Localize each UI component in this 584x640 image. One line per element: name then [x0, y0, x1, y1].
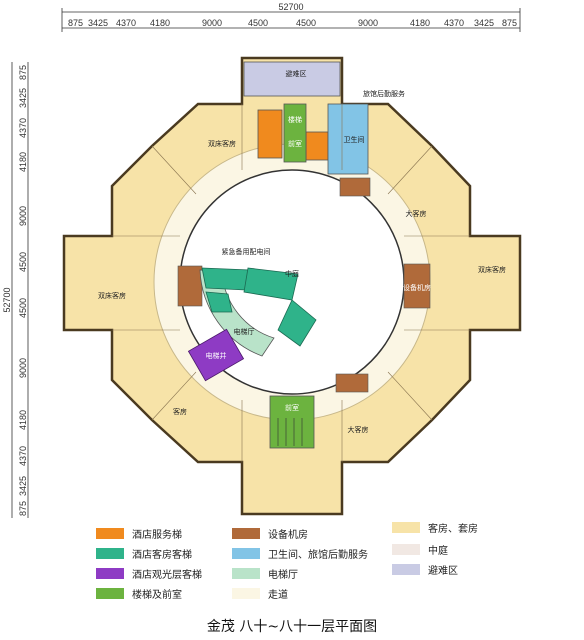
dim-left-7: 4500	[18, 298, 28, 318]
label-guest-sw: 客房	[173, 407, 187, 416]
dim-top-6: 4500	[248, 18, 268, 28]
plan-caption: 金茂 八十~八十一层平面图	[206, 619, 378, 635]
dim-top-2: 3425	[88, 18, 108, 28]
refuge-area	[243, 61, 341, 97]
observation-elevator	[187, 328, 245, 382]
label-refuge: 避难区	[286, 69, 307, 78]
dim-top-8: 9000	[358, 18, 378, 28]
legend-swatch	[96, 528, 124, 539]
label-large-ne: 大客房	[406, 209, 427, 218]
top-dimension: 52700 875 3425 4370 4180 9000 4500 4500 …	[61, 2, 521, 32]
label-vestibule-bottom: 前室	[285, 403, 299, 412]
dim-left-12: 875	[18, 501, 28, 516]
legend-swatch	[392, 544, 420, 555]
label-atrium: 中庭	[285, 269, 299, 278]
label-wc: 卫生间	[344, 135, 365, 144]
legend-label: 中庭	[428, 546, 448, 557]
dim-top-9: 4180	[410, 18, 430, 28]
legend-swatch	[232, 568, 260, 579]
legend-label: 避难区	[428, 566, 458, 577]
legend-swatch	[96, 588, 124, 599]
stairs-bottom	[269, 395, 315, 449]
service-elevator-1	[257, 109, 283, 159]
legend: 酒店服务梯 酒店客房客梯 酒店观光层客梯 楼梯及前室 设备机房 卫生间、旅馆后勤…	[0, 518, 584, 608]
dim-left-2: 3425	[18, 88, 28, 108]
dim-left-9: 4180	[18, 410, 28, 430]
dim-left-1: 875	[18, 65, 28, 80]
legend-item-guest-rooms: 客房、套房	[392, 520, 478, 535]
dim-left-5: 9000	[18, 206, 28, 226]
dim-top-5: 9000	[202, 18, 222, 28]
label-double-w: 双床客房	[98, 291, 126, 300]
dim-top-3: 4370	[116, 18, 136, 28]
dim-top-12: 875	[502, 18, 517, 28]
legend-label: 酒店观光层客梯	[132, 570, 202, 581]
legend-swatch	[232, 548, 260, 559]
label-equip-room: 设备机房	[403, 283, 431, 292]
legend-swatch	[392, 522, 420, 533]
dim-left-11: 3425	[18, 476, 28, 496]
dim-left-4: 4180	[18, 152, 28, 172]
legend-label: 电梯厅	[268, 570, 298, 581]
floor-plan: 52700 875 3425 4370 4180 9000 4500 4500 …	[2, 2, 522, 518]
label-hotel-service: 旅馆后勤服务	[363, 89, 405, 98]
left-dimension: 52700 875 3425 4370 4180 9000 4500 4500 …	[2, 62, 29, 518]
top-core: 避难区 楼梯 前室 旅馆后勤服务 卫生间	[243, 61, 405, 175]
legend-label: 楼梯及前室	[132, 590, 182, 601]
elevator-bank: 电梯厅 电梯井	[187, 267, 317, 382]
legend-item-service-elevator: 酒店服务梯	[96, 526, 182, 541]
stairs-top	[283, 103, 307, 163]
legend-swatch	[232, 588, 260, 599]
room-labels: 中庭 紧急备用配电间 双床客房 大客房 双床客房 双床客房 客房 大客房	[98, 139, 506, 434]
service-elevator-2	[305, 131, 329, 161]
label-double-e: 双床客房	[478, 265, 506, 274]
dim-left-8: 9000	[18, 358, 28, 378]
legend-label: 客房、套房	[428, 524, 478, 535]
legend-item-stairs: 楼梯及前室	[96, 586, 182, 601]
dim-left-3: 4370	[18, 118, 28, 138]
legend-swatch	[232, 528, 260, 539]
label-double-nw: 双床客房	[208, 139, 236, 148]
legend-item-observation-elevator: 酒店观光层客梯	[96, 566, 202, 581]
legend-item-atrium: 中庭	[392, 542, 448, 557]
legend-item-refuge: 避难区	[392, 562, 458, 577]
label-stairs-top: 楼梯	[288, 115, 302, 124]
label-elevator-hall: 电梯厅	[234, 327, 255, 336]
label-elevator-obs: 电梯井	[206, 351, 227, 360]
room-partitions	[112, 104, 470, 462]
legend-label: 酒店服务梯	[132, 530, 182, 541]
dim-top-7: 4500	[296, 18, 316, 28]
legend-item-guest-elevator: 酒店客房客梯	[96, 546, 192, 561]
legend-label: 卫生间、旅馆后勤服务	[268, 550, 368, 561]
legend-label: 酒店客房客梯	[132, 550, 192, 561]
legend-item-elevator-hall: 电梯厅	[232, 566, 298, 581]
legend-swatch	[392, 564, 420, 575]
overall-dimension-left: 52700	[2, 287, 12, 312]
label-vestibule-top: 前室	[288, 139, 302, 148]
label-emergency-power: 紧急备用配电间	[222, 247, 271, 256]
legend-item-wc-service: 卫生间、旅馆后勤服务	[232, 546, 368, 561]
legend-swatch	[96, 568, 124, 579]
dim-left-6: 4500	[18, 252, 28, 272]
dim-left-10: 4370	[18, 446, 28, 466]
legend-label: 走道	[268, 590, 288, 601]
legend-item-corridor: 走道	[232, 586, 288, 601]
bottom-core: 前室	[269, 395, 315, 449]
dim-top-4: 4180	[150, 18, 170, 28]
legend-swatch	[96, 548, 124, 559]
legend-label: 设备机房	[268, 530, 308, 541]
dim-top-10: 4370	[444, 18, 464, 28]
dim-top-1: 875	[68, 18, 83, 28]
overall-dimension-top: 52700	[278, 2, 303, 12]
label-large-se: 大客房	[348, 425, 369, 434]
dim-top-11: 3425	[474, 18, 494, 28]
legend-item-equipment: 设备机房	[232, 526, 308, 541]
hotel-service-area	[327, 103, 369, 175]
